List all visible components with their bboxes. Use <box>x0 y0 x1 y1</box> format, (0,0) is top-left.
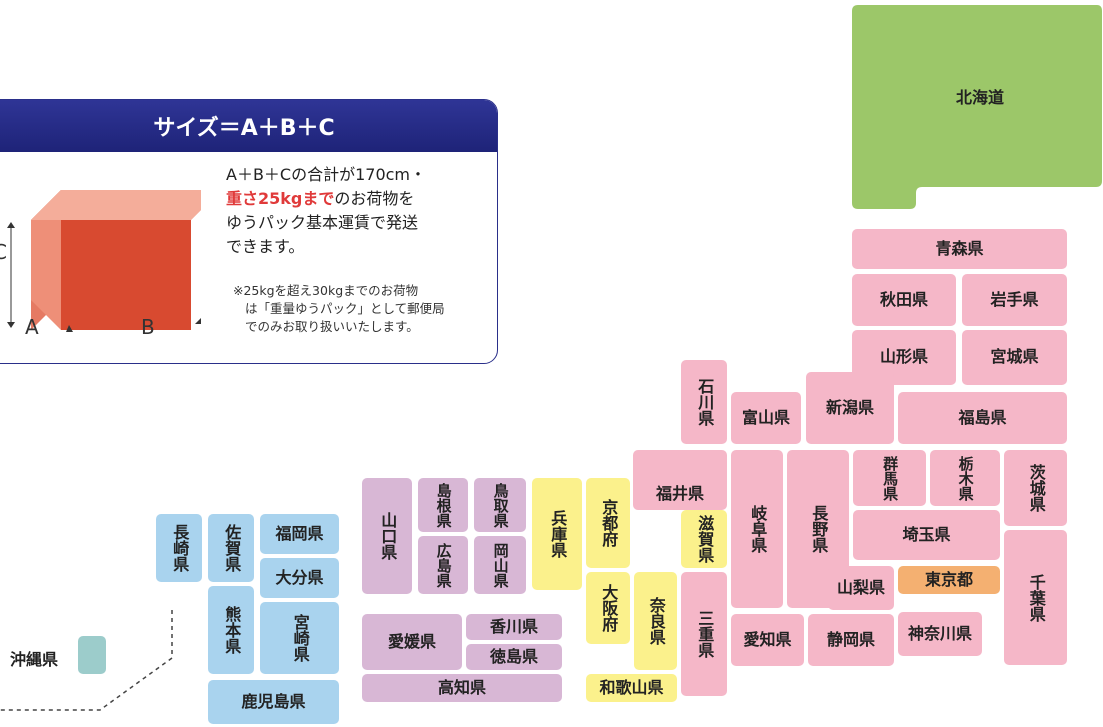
weight-limit-text: 重さ25kgまで <box>226 189 335 208</box>
size-info-box: サイズ＝A＋B＋C C A B A＋B＋Cの合計が170cm・ 重さ25kgまで… <box>0 99 498 364</box>
pref-kochi[interactable]: 高知県 <box>362 674 562 702</box>
pref-aichi[interactable]: 愛知県 <box>731 614 804 666</box>
pref-hokkaido[interactable]: 北海道 <box>955 87 1004 107</box>
pref-nara[interactable]: 奈良県 <box>634 572 677 670</box>
pref-kagoshima[interactable]: 鹿児島県 <box>208 680 339 724</box>
label-a: A <box>25 315 39 339</box>
pref-iwate[interactable]: 岩手県 <box>962 274 1067 326</box>
info-line-3: ゆうパック基本運賃で発送 <box>226 213 419 232</box>
label-b: B <box>141 315 155 339</box>
pref-niigata[interactable]: 新潟県 <box>806 372 894 444</box>
pref-ishikawa[interactable]: 石川県 <box>681 360 727 444</box>
info-line-1: A＋B＋Cの合計が170cm・ <box>226 165 427 184</box>
pref-shiga[interactable]: 滋賀県 <box>681 510 727 568</box>
size-info-text: A＋B＋Cの合計が170cm・ 重さ25kgまでのお荷物を ゆうパック基本運賃で… <box>226 163 486 259</box>
pref-osaka[interactable]: 大阪府 <box>586 572 630 644</box>
info-line-2: 重さ25kgまでのお荷物を <box>226 187 486 211</box>
pref-gifu[interactable]: 岐阜県 <box>731 450 783 608</box>
note-line-3: でのみお取り扱いいたします。 <box>245 319 419 334</box>
pref-fukui[interactable]: 福井県 <box>633 450 727 510</box>
pref-kyoto[interactable]: 京都府 <box>586 478 630 568</box>
pref-yamanashi[interactable]: 山梨県 <box>828 566 894 610</box>
pref-okinawa-box[interactable] <box>78 636 106 674</box>
note-line-2: は「重量ゆうパック」として郵便局 <box>245 301 445 316</box>
pref-kumamoto[interactable]: 熊本県 <box>208 586 254 674</box>
pref-nagasaki[interactable]: 長崎県 <box>156 514 202 582</box>
pref-oita[interactable]: 大分県 <box>260 558 339 598</box>
pref-ibaraki[interactable]: 茨城県 <box>1004 450 1067 526</box>
pref-saga[interactable]: 佐賀県 <box>208 514 254 582</box>
pref-miyazaki[interactable]: 宮崎県 <box>260 602 339 674</box>
pref-wakayama[interactable]: 和歌山県 <box>586 674 677 702</box>
hokkaido-shape <box>852 5 1102 209</box>
pref-tottori[interactable]: 鳥取県 <box>474 478 526 532</box>
info-line-4: できます。 <box>226 237 305 256</box>
pref-fukuoka[interactable]: 福岡県 <box>260 514 339 554</box>
pref-saitama[interactable]: 埼玉県 <box>853 510 1000 560</box>
pref-okayama[interactable]: 岡山県 <box>474 536 526 594</box>
pref-kagawa[interactable]: 香川県 <box>466 614 562 640</box>
note-line-1: ※25kgを超え30kgまでのお荷物 <box>233 283 419 298</box>
pref-tochigi[interactable]: 栃木県 <box>930 450 1000 506</box>
label-c: C <box>0 240 7 264</box>
parcel-box-illustration <box>7 190 201 332</box>
pref-aomori[interactable]: 青森県 <box>852 229 1067 269</box>
pref-kanagawa[interactable]: 神奈川県 <box>898 612 982 656</box>
pref-fukushima[interactable]: 福島県 <box>898 392 1067 444</box>
pref-shimane[interactable]: 島根県 <box>418 478 468 532</box>
pref-gunma[interactable]: 群馬県 <box>853 450 926 506</box>
info-line-2-rest: のお荷物を <box>334 189 415 208</box>
info-note: ※25kgを超え30kgまでのお荷物 は「重量ゆうパック」として郵便局 でのみお… <box>233 282 478 336</box>
okinawa-label: 沖縄県 <box>10 650 59 669</box>
pref-hyogo[interactable]: 兵庫県 <box>532 478 582 590</box>
pref-chiba[interactable]: 千葉県 <box>1004 530 1067 665</box>
size-info-title: サイズ＝A＋B＋C <box>0 100 497 152</box>
pref-tokyo[interactable]: 東京都 <box>898 566 1000 594</box>
pref-yamaguchi[interactable]: 山口県 <box>362 478 412 594</box>
pref-tokushima[interactable]: 徳島県 <box>466 644 562 670</box>
pref-miyagi[interactable]: 宮城県 <box>962 330 1067 385</box>
pref-hiroshima[interactable]: 広島県 <box>418 536 468 594</box>
pref-ehime[interactable]: 愛媛県 <box>362 614 462 670</box>
pref-shizuoka[interactable]: 静岡県 <box>808 614 894 666</box>
okinawa-separator-line <box>0 610 173 711</box>
pref-toyama[interactable]: 富山県 <box>731 392 801 444</box>
pref-mie[interactable]: 三重県 <box>681 572 727 696</box>
pref-akita[interactable]: 秋田県 <box>852 274 956 326</box>
